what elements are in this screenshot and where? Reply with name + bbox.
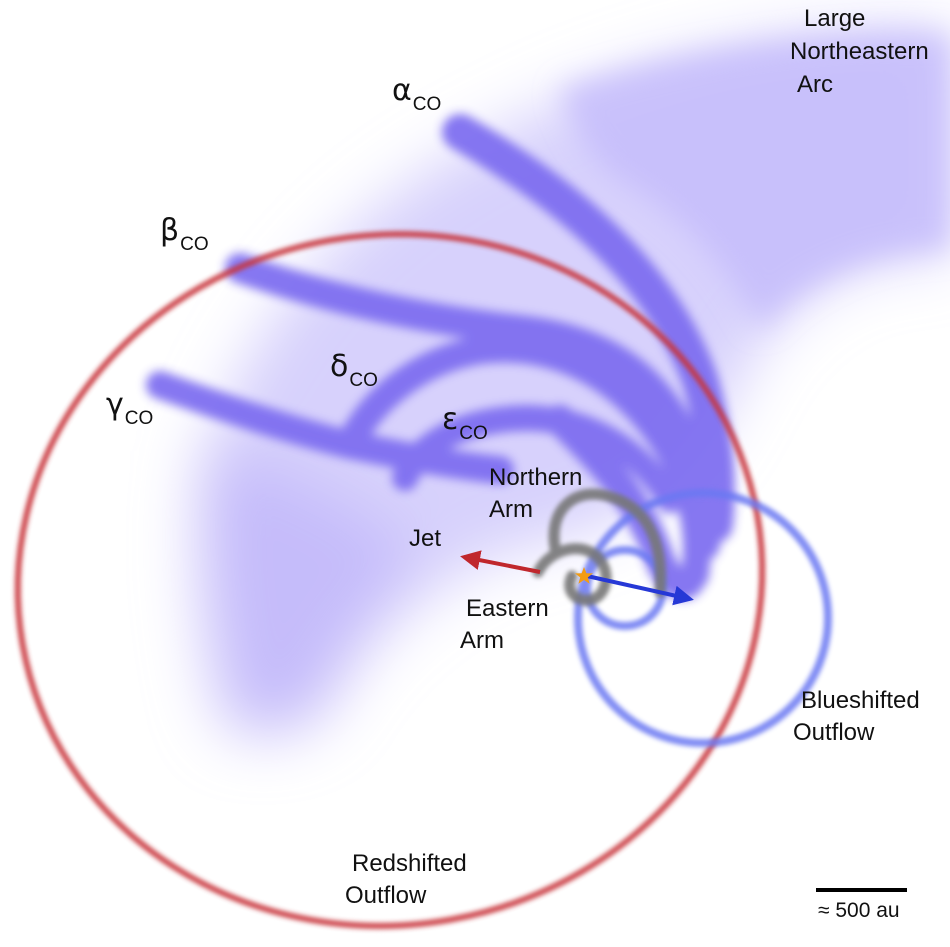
beta-symbol: β (160, 213, 180, 248)
streamer-epsilon (392, 404, 683, 513)
epsilon-subscript: CO (459, 423, 488, 444)
label-eastern-line-1: Eastern (466, 595, 549, 622)
gamma-symbol: γ (106, 387, 124, 422)
protostar-icon (575, 567, 593, 584)
label-epsilon-co: εCO (442, 402, 488, 445)
label-alpha-co: αCO (392, 73, 442, 116)
label-blueshifted-outflow: Blueshifted Outflow (793, 685, 920, 749)
label-eastern-line-2: Arm (460, 627, 504, 654)
scale-bar-label: ≈ 500 au (818, 899, 900, 922)
label-large-northeastern-arc: Large Northeastern Arc (790, 2, 929, 101)
label-gamma-co: γCO (106, 387, 154, 430)
label-jet: Jet (409, 525, 442, 552)
alpha-subscript: CO (412, 94, 442, 115)
delta-subscript: CO (349, 370, 378, 391)
beta-subscript: CO (180, 234, 209, 255)
alpha-symbol: α (392, 73, 412, 108)
epsilon-symbol: ε (442, 402, 459, 437)
gamma-subscript: CO (124, 408, 154, 429)
label-northern-line-2: Arm (489, 496, 533, 523)
label-blueshifted-line-1: Blueshifted (801, 687, 920, 714)
streamers (146, 114, 735, 600)
label-delta-co: δCO (330, 349, 378, 392)
label-large-line-1: Large (804, 5, 866, 32)
label-northern-arm: Northern Arm (489, 462, 582, 526)
redshifted-outflow-loop (14, 231, 766, 929)
label-large-line-2: Northeastern (790, 38, 929, 65)
streamer-alpha (442, 114, 735, 543)
label-beta-co: βCO (160, 213, 209, 256)
label-redshifted-line-2: Outflow (345, 882, 427, 909)
northern-arm (548, 488, 667, 598)
blueshifted-arrow (586, 574, 694, 606)
streamer-delta (336, 334, 711, 589)
jet-arrow (460, 550, 541, 574)
label-redshifted-line-1: Redshifted (352, 850, 467, 877)
large-northeastern-arc (560, 34, 950, 330)
label-large-line-3: Arc (797, 71, 833, 98)
label-blueshifted-line-2: Outflow (793, 719, 875, 746)
label-redshifted-outflow: Redshifted Outflow (345, 848, 467, 912)
streamer-beta (225, 253, 720, 560)
label-eastern-arm: Eastern Arm (460, 593, 549, 657)
label-northern-line-1: Northern (489, 464, 583, 491)
delta-symbol: δ (330, 349, 349, 384)
